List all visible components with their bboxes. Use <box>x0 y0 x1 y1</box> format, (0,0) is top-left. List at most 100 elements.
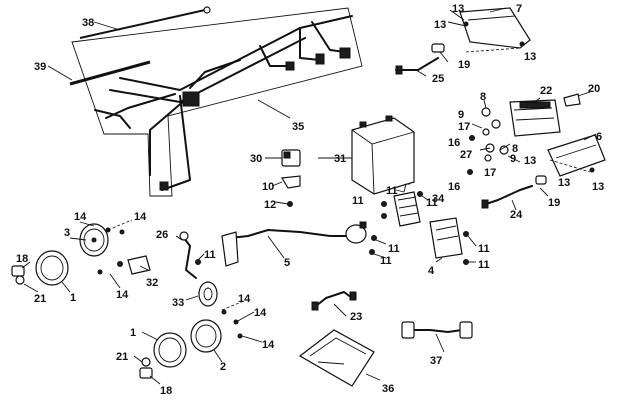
callout-14-a: 14 <box>74 211 87 223</box>
bulb-socket-18-lower <box>139 367 153 379</box>
callout-labels: 1 1 2 3 4 5 6 7 8 8 9 9 10 11 11 11 11 1… <box>16 3 604 397</box>
callout-36: 36 <box>382 383 394 395</box>
bolts-11 <box>195 191 469 265</box>
callout-5: 5 <box>284 257 290 269</box>
harness-37 <box>401 321 473 339</box>
callout-8-upper: 8 <box>480 91 486 103</box>
callout-1-upper: 1 <box>70 292 76 304</box>
fastener-stack-lower <box>467 145 509 175</box>
bracket-10 <box>281 175 301 189</box>
callout-11-reg-right: 11 <box>426 197 438 209</box>
callout-8-lower: 8 <box>512 143 518 155</box>
cable-tie-38 <box>79 6 211 39</box>
callout-10: 10 <box>262 181 274 193</box>
callout-18-lower: 18 <box>160 385 172 397</box>
callout-26: 26 <box>156 229 168 241</box>
bag-36 <box>298 329 375 387</box>
regulator-34 <box>393 183 421 227</box>
callout-21-lower: 21 <box>116 351 128 363</box>
headlamp-rim-3 <box>79 223 109 257</box>
callout-9-upper: 9 <box>458 109 464 121</box>
callout-13-right: 13 <box>524 51 536 63</box>
callout-32: 32 <box>146 277 158 289</box>
relay-30 <box>281 149 301 167</box>
callout-16-lower: 16 <box>448 181 460 193</box>
callout-9-lower: 9 <box>510 153 516 165</box>
leader-lines <box>21 7 597 385</box>
bulb-20 <box>563 93 581 107</box>
callout-17-lower: 17 <box>484 167 496 179</box>
callout-14-b: 14 <box>134 211 147 223</box>
callout-4: 4 <box>428 265 435 277</box>
callout-13-mid: 13 <box>524 155 536 167</box>
bulb-19-upper <box>431 43 445 53</box>
callout-13-bottom: 13 <box>592 181 604 193</box>
sensor-26 <box>179 231 197 279</box>
callout-19-lower: 19 <box>548 197 560 209</box>
sub-harness-24 <box>481 185 533 209</box>
callout-1-lower: 1 <box>130 327 136 339</box>
callout-19-upper: 19 <box>458 59 470 71</box>
callout-13-top: 13 <box>452 3 464 15</box>
callout-23: 23 <box>350 311 362 323</box>
callout-37: 37 <box>430 355 442 367</box>
fastener-stack-upper <box>469 107 501 153</box>
callout-21-upper: 21 <box>34 293 46 305</box>
callout-22: 22 <box>540 85 552 97</box>
callout-33: 33 <box>172 297 184 309</box>
headlamp-lower-1 <box>153 332 187 368</box>
screws-14-upper <box>97 227 125 275</box>
callout-11-coil-lower: 11 <box>380 255 392 267</box>
callout-3: 3 <box>64 227 70 239</box>
callout-14-f: 14 <box>262 339 275 351</box>
callout-13-mid2: 13 <box>558 177 570 189</box>
bracket-32 <box>117 255 151 275</box>
tail-lamp-22 <box>509 99 561 137</box>
callout-11-reg-top: 11 <box>386 185 398 197</box>
bolt-12 <box>287 201 293 207</box>
bulb-21-lower <box>141 357 151 367</box>
battery-31 <box>351 115 415 195</box>
callout-11-sensor: 11 <box>204 249 216 261</box>
callout-11-coil-upper: 11 <box>388 243 400 255</box>
bulb-21-upper <box>15 275 25 285</box>
cable-tie-39 <box>69 60 151 86</box>
callout-34: 34 <box>432 193 445 205</box>
wiring-harness-35 <box>71 7 363 197</box>
callout-20: 20 <box>588 83 600 95</box>
sub-harness-23 <box>311 291 357 311</box>
callout-17-upper: 17 <box>458 121 470 133</box>
callout-18-upper: 18 <box>16 253 28 265</box>
callout-11-cdi-upper: 11 <box>478 243 490 255</box>
horn-33 <box>198 281 218 307</box>
bulb-19-lower <box>535 175 547 185</box>
callout-39: 39 <box>34 61 46 73</box>
headlamp-rim-2 <box>190 319 222 353</box>
sub-harness-25 <box>395 57 439 75</box>
callout-2: 2 <box>220 361 226 373</box>
callout-12: 12 <box>264 199 276 211</box>
callout-38: 38 <box>82 17 94 29</box>
callout-14-c: 14 <box>116 289 129 301</box>
headlamp-upper-1 <box>35 250 69 286</box>
callout-6: 6 <box>596 131 602 143</box>
callout-14-d: 14 <box>238 293 251 305</box>
callout-24: 24 <box>510 209 523 221</box>
ignition-coil-5 <box>221 221 367 267</box>
callout-27: 27 <box>460 149 472 161</box>
callout-14-e: 14 <box>254 307 267 319</box>
callout-31: 31 <box>334 153 346 165</box>
callout-35: 35 <box>292 121 304 133</box>
screws-14-lower <box>221 309 243 339</box>
callout-11-reg-left: 11 <box>352 195 364 207</box>
callout-16-upper: 16 <box>448 137 460 149</box>
callout-25: 25 <box>432 73 444 85</box>
rear-lamp-6 <box>547 134 606 177</box>
callout-7: 7 <box>516 3 522 15</box>
cdi-4 <box>429 217 463 259</box>
rear-lamp-cover-7 <box>459 7 531 49</box>
callout-13-left: 13 <box>434 19 446 31</box>
callout-11-cdi-lower: 11 <box>478 259 490 271</box>
callout-30: 30 <box>250 153 262 165</box>
